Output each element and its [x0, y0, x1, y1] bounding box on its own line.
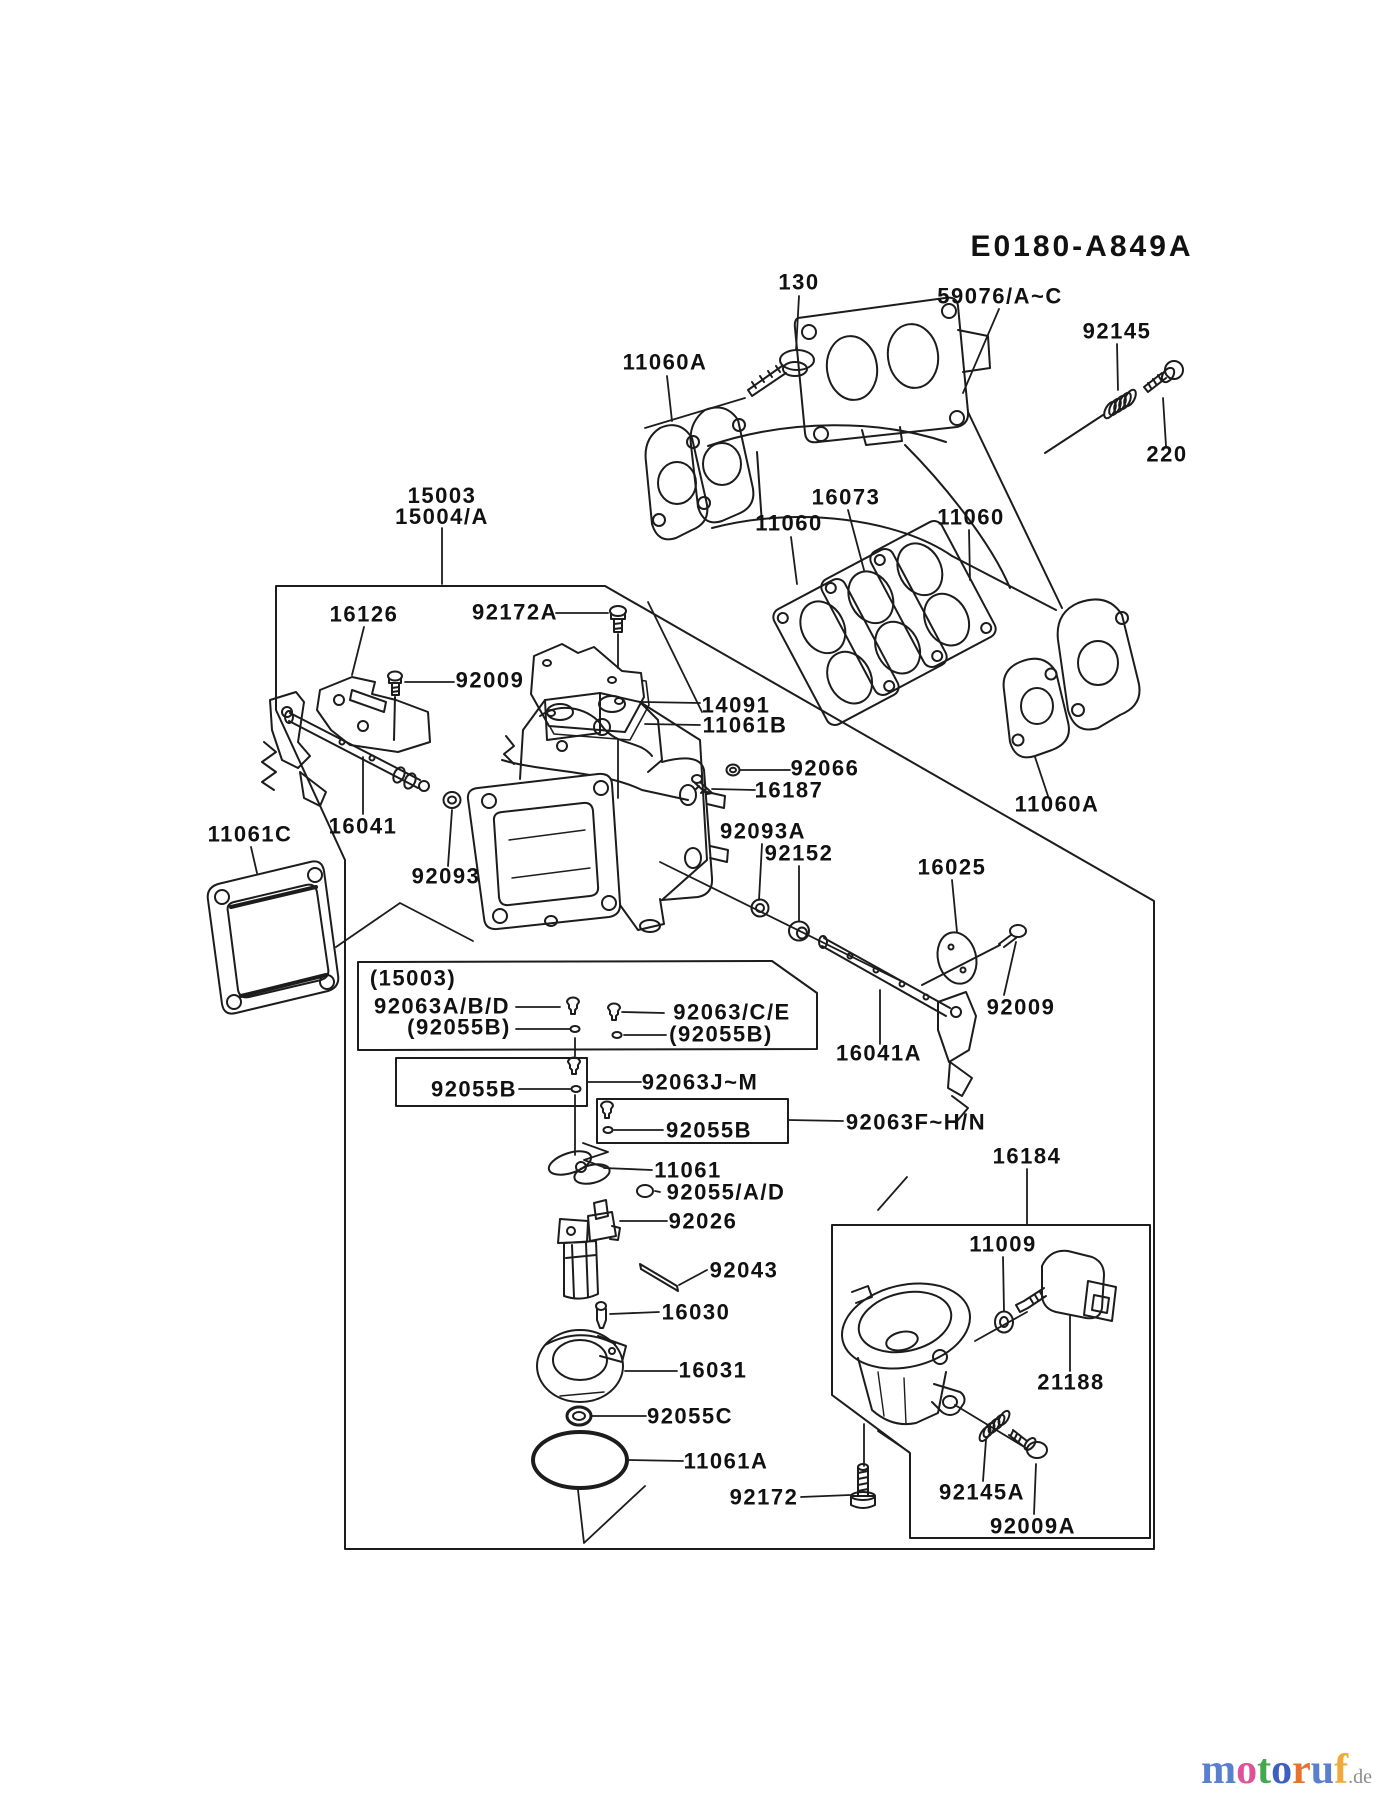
part-label-92055AD: 92055/A/D	[666, 1179, 786, 1205]
part-label-16184: 16184	[992, 1143, 1062, 1169]
part-label-92093A: 92093A	[719, 818, 807, 844]
spring-92145A-icon	[978, 1409, 1011, 1443]
gasket-11060A-top-drawing	[644, 424, 709, 541]
part-label-92009A: 92009A	[989, 1513, 1077, 1539]
part-label-92026: 92026	[668, 1208, 738, 1234]
jet-box-15003	[357, 960, 818, 1051]
part-label-11060A-top: 11060A	[622, 349, 708, 375]
part-label-15003-paren: (15003)	[369, 965, 457, 991]
part-label-11009: 11009	[969, 1231, 1037, 1257]
motoruf-logo-suffix: .de	[1348, 1766, 1372, 1788]
part-label-21188: 21188	[1037, 1369, 1105, 1395]
part-label-15003-15004: 15003 15004/A	[395, 483, 489, 529]
main-assembly-box	[275, 585, 1155, 1550]
part-label-11061: 11061	[654, 1157, 722, 1183]
motoruf-watermark: motoruf.de	[1201, 1746, 1372, 1794]
shield-plate-14091-drawing	[530, 643, 650, 741]
part-label-16041A: 16041A	[835, 1040, 923, 1066]
part-label-16187: 16187	[754, 777, 824, 803]
leader-lines	[250, 295, 1167, 1544]
part-label-92063JM: 92063J~M	[641, 1069, 759, 1095]
screw-92009A-icon	[1008, 1429, 1048, 1459]
part-label-16073: 16073	[811, 484, 881, 510]
screw-220-icon	[1143, 360, 1184, 393]
part-label-92063CE: 92063/C/E	[673, 999, 791, 1025]
part-label-92093: 92093	[411, 863, 481, 889]
throttle-shaft-16041-drawing	[261, 691, 430, 807]
float-16031-drawing	[536, 1329, 627, 1403]
oring-92066-icon	[725, 763, 741, 777]
screw-92009-right-icon	[921, 924, 1027, 986]
part-label-14091: 14091	[701, 692, 771, 718]
motoruf-letter: f	[1334, 1747, 1349, 1793]
solenoid-21188-drawing	[1015, 1249, 1117, 1322]
part-label-11060A-bottom: 11060A	[1014, 791, 1100, 817]
valve-16030-icon	[595, 1301, 607, 1329]
motoruf-letter: o	[1271, 1747, 1293, 1793]
part-label-11061B: 11061B	[702, 712, 788, 738]
part-label-92152: 92152	[764, 840, 834, 866]
part-label-92066: 92066	[790, 755, 860, 781]
part-label-92172: 92172	[729, 1484, 799, 1510]
part-label-130: 130	[778, 269, 820, 295]
oring-92093-icon	[442, 791, 462, 809]
part-label-11060-right: 11060	[937, 504, 1005, 530]
part-label-220: 220	[1146, 441, 1188, 467]
float-bowl-box	[831, 1224, 1151, 1539]
part-label-92172A: 92172A	[471, 599, 559, 625]
jet-box-3	[596, 1098, 789, 1144]
screw-92172A-icon	[609, 605, 627, 633]
fuel-valve-92026-drawing	[547, 1150, 654, 1300]
part-label-92145A: 92145A	[938, 1479, 1026, 1505]
part-label-11061A: 11061A	[683, 1448, 769, 1474]
motoruf-letter: o	[1236, 1747, 1258, 1793]
part-label-92055C: 92055C	[646, 1403, 734, 1429]
part-label-16126: 16126	[329, 601, 399, 627]
choke-assembly-drawing	[818, 931, 978, 1121]
rod-92043-icon	[639, 1263, 679, 1292]
part-label-16041: 16041	[328, 813, 398, 839]
part-label-92145: 92145	[1082, 318, 1152, 344]
part-label-59076: 59076/A~C	[937, 283, 1063, 309]
part-label-92043: 92043	[709, 1257, 779, 1283]
part-label-16025: 16025	[917, 854, 987, 880]
part-label-92009-2: 92009	[986, 994, 1056, 1020]
part-label-11060-left: 11060	[755, 510, 823, 536]
part-label-92055B-box3: 92055B	[665, 1117, 753, 1143]
manifold-gaskets-row-drawing	[772, 520, 997, 726]
jet-box-2	[395, 1057, 588, 1107]
part-label-92055B-paren-2: (92055B)	[669, 1021, 773, 1047]
gasket-11060A-bottom-drawing	[1002, 657, 1070, 759]
part-label-92009-1: 92009	[455, 667, 525, 693]
carburetor-body-drawing	[466, 692, 729, 933]
part-label-92063FHN: 92063F~H/N	[845, 1109, 987, 1135]
part-label-16031: 16031	[678, 1357, 748, 1383]
motoruf-letter: u	[1310, 1747, 1335, 1793]
part-label-92063ABD: 92063A/B/D	[373, 993, 511, 1019]
motoruf-letter: r	[1292, 1747, 1311, 1793]
gasket-ring-11061A-icon	[531, 1430, 629, 1490]
motoruf-letter: t	[1257, 1747, 1272, 1793]
intake-manifold-drawing	[689, 296, 1141, 731]
float-bowl-drawing	[840, 1282, 972, 1426]
part-label-92055B-box2: 92055B	[430, 1076, 518, 1102]
gasket-11061C-drawing	[206, 860, 340, 1015]
needle-screw-16187-icon	[691, 774, 713, 795]
bolt-130-icon	[747, 349, 815, 397]
motoruf-logo-text: motoruf	[1201, 1747, 1348, 1793]
part-label-code-title: E0180-A849A	[970, 229, 1194, 263]
oring-92055C-icon	[565, 1405, 593, 1427]
part-label-16030: 16030	[661, 1299, 731, 1325]
screw-92009-left-icon	[387, 670, 403, 741]
motoruf-letter: m	[1201, 1747, 1237, 1793]
part-label-92055B-paren-1: (92055B)	[407, 1014, 511, 1040]
bracket-16126-drawing	[316, 676, 431, 753]
part-label-11061C: 11061C	[207, 821, 293, 847]
spring-92145-icon	[1044, 388, 1137, 454]
screw-92172-icon	[850, 1463, 876, 1509]
